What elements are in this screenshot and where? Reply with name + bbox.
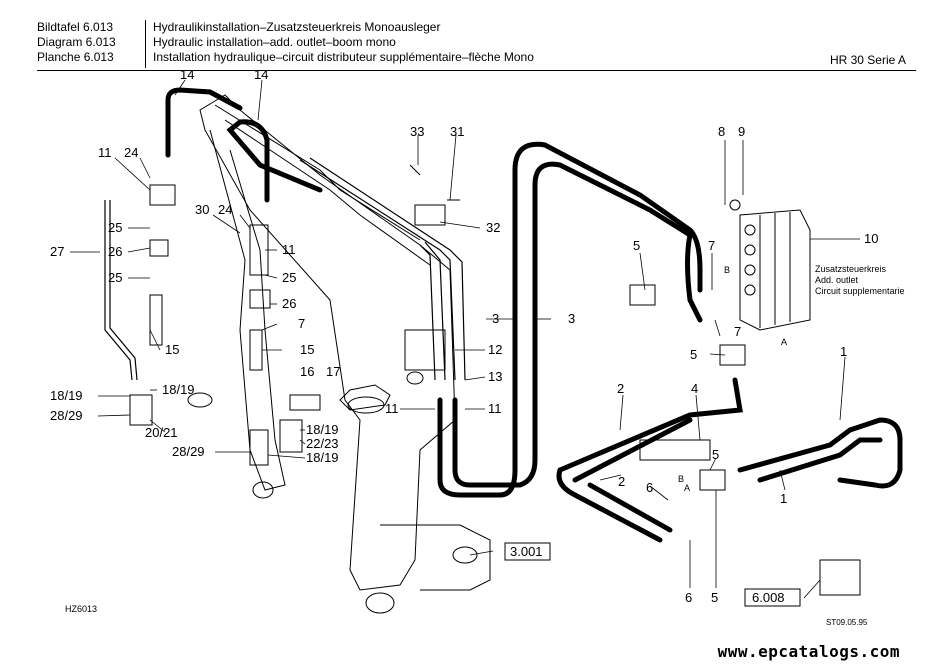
callout-5: 5: [711, 590, 718, 605]
callout-24: 24: [218, 202, 232, 217]
valve-note-fr: Circuit supplementarie: [815, 286, 905, 296]
callout-24: 24: [124, 145, 138, 160]
callout-11: 11: [385, 401, 399, 416]
boom-outline: [187, 94, 491, 614]
fittings: [129, 164, 861, 596]
drawing-date: ST09.05.95: [826, 618, 868, 627]
callout-14: 14: [254, 67, 268, 82]
callout-15: 15: [165, 342, 179, 357]
port-label-b: B: [724, 265, 730, 275]
diagram-label-en: Diagram 6.013: [37, 35, 116, 49]
valve-block: [739, 209, 811, 331]
callout-27: 27: [50, 244, 64, 259]
diagram-title-fr: Installation hydraulique–circuit distrib…: [153, 50, 534, 64]
callout-5: 5: [633, 238, 640, 253]
valve-note-de: Zusatzsteuerkreis: [815, 264, 887, 274]
callout-22-23: 22/23: [306, 436, 339, 451]
callout-7: 7: [298, 316, 305, 331]
callout-9: 9: [738, 124, 745, 139]
callout-7: 7: [708, 238, 715, 253]
drawing-code: HZ6013: [65, 604, 98, 614]
callout-26: 26: [282, 296, 296, 311]
diagram-title-de: Hydraulikinstallation–Zusatzsteuerkreis …: [153, 20, 441, 34]
callout-31: 31: [450, 124, 464, 139]
callout-labels: 14 14 33 31 32 8 9 10 11 24 25 26 27 25 …: [50, 67, 905, 605]
hoses: [165, 87, 903, 543]
callout-2: 2: [617, 381, 624, 396]
ref-6-008: 6.008: [752, 590, 785, 605]
callout-6: 6: [646, 480, 653, 495]
callout-1: 1: [840, 344, 847, 359]
callout-8: 8: [718, 124, 725, 139]
callout-3: 3: [568, 311, 575, 326]
callout-3: 3: [492, 311, 499, 326]
model-label: HR 30 Serie A: [829, 53, 906, 67]
callout-11: 11: [282, 242, 296, 257]
callout-13: 13: [488, 369, 502, 384]
diagram-title-en: Hydraulic installation–add. outlet–boom …: [153, 35, 396, 49]
callout-18-19: 18/19: [50, 388, 83, 403]
callout-32: 32: [486, 220, 500, 235]
callout-5: 5: [712, 447, 719, 462]
callout-26: 26: [108, 244, 122, 259]
callout-2: 2: [618, 474, 625, 489]
callout-25: 25: [108, 270, 122, 285]
pipes: [104, 157, 466, 381]
callout-11: 11: [98, 145, 112, 160]
title-block: Bildtafel 6.013 Diagram 6.013 Planche 6.…: [0, 20, 952, 72]
callout-6: 6: [685, 590, 692, 605]
valve-note-en: Add. outlet: [815, 275, 859, 285]
header-rule: [37, 70, 916, 71]
callout-10: 10: [864, 231, 878, 246]
watermark: www.epcatalogs.com: [717, 642, 900, 661]
callout-17: 17: [326, 364, 340, 379]
callout-28-29: 28/29: [50, 408, 83, 423]
reference-boxes: 3.001 6.008: [504, 542, 801, 607]
diagram-label-fr: Planche 6.013: [37, 50, 114, 64]
callout-18-19: 18/19: [306, 422, 339, 437]
port-label-b: B: [678, 474, 684, 484]
callout-18-19: 18/19: [306, 450, 339, 465]
callout-30: 30: [195, 202, 209, 217]
callout-28-29: 28/29: [172, 444, 205, 459]
callout-5: 5: [690, 347, 697, 362]
callout-7: 7: [734, 324, 741, 339]
callout-20-21: 20/21: [145, 425, 178, 440]
callout-18-19: 18/19: [162, 382, 195, 397]
callout-15: 15: [300, 342, 314, 357]
callout-1: 1: [780, 491, 787, 506]
title-divider: [145, 20, 146, 68]
callout-11: 11: [488, 401, 502, 416]
callout-25: 25: [108, 220, 122, 235]
leader-lines: [70, 79, 860, 599]
port-label-a: A: [684, 483, 690, 493]
callout-12: 12: [488, 342, 502, 357]
diagram-title-block: Hydraulikinstallation–Zusatzsteuerkreis …: [153, 20, 534, 65]
port-label-a: A: [781, 337, 787, 347]
diagram-number-block: Bildtafel 6.013 Diagram 6.013 Planche 6.…: [37, 20, 116, 65]
callout-33: 33: [410, 124, 424, 139]
callout-25: 25: [282, 270, 296, 285]
ref-3-001: 3.001: [510, 544, 543, 559]
callout-16: 16: [300, 364, 314, 379]
callout-4: 4: [691, 381, 698, 396]
diagram-label-de: Bildtafel 6.013: [37, 20, 114, 34]
callout-14: 14: [180, 67, 194, 82]
